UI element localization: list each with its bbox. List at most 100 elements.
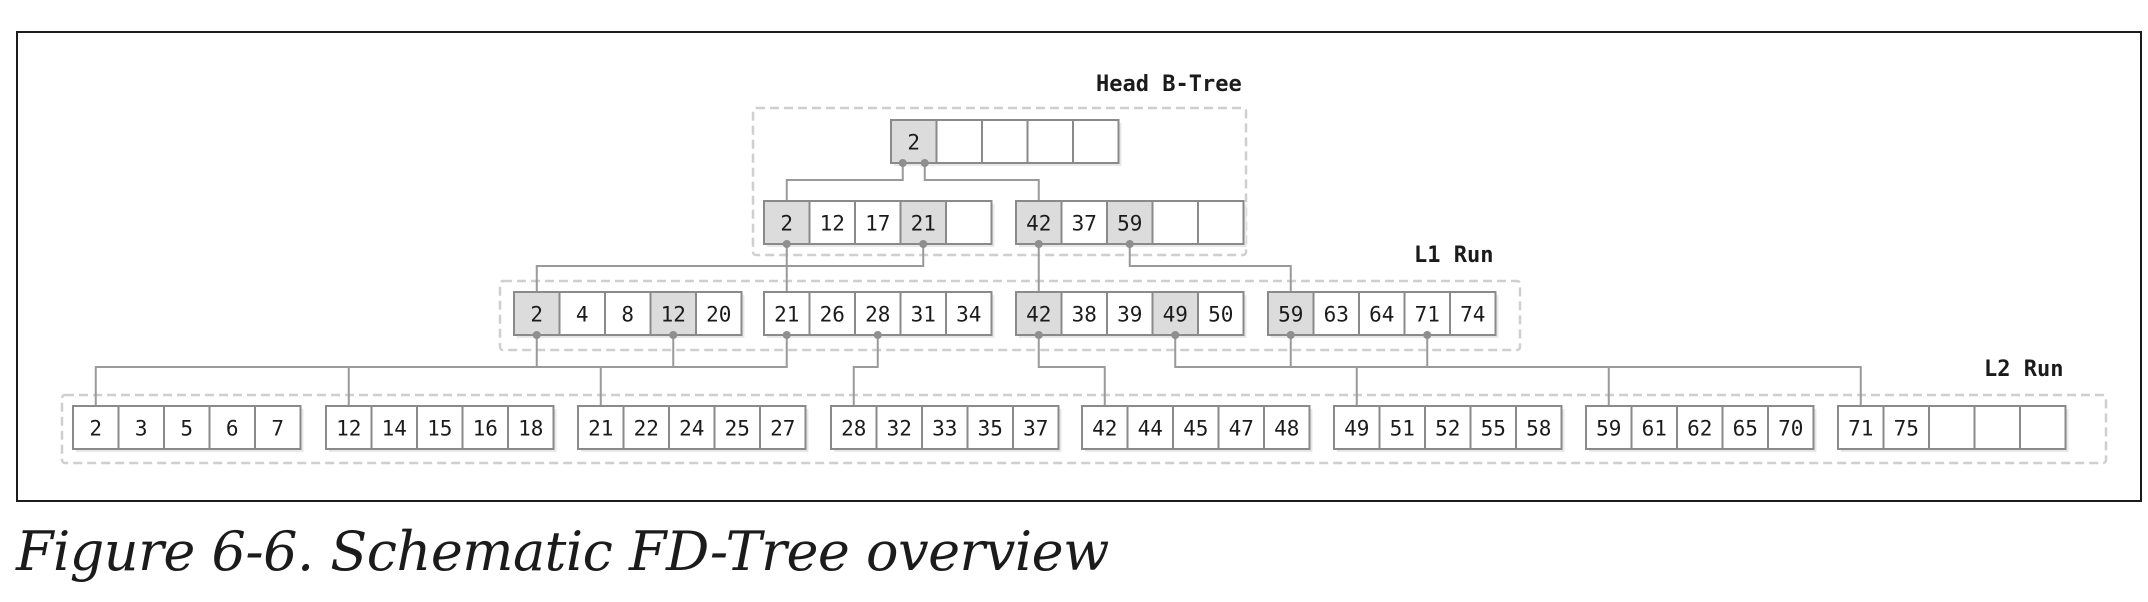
pointer-dot (1171, 331, 1180, 339)
pointer-edge (785, 163, 904, 201)
key-cell (1312, 291, 1360, 336)
pointer-dot (1125, 240, 1134, 248)
key-value: 6 (226, 417, 239, 441)
key-cell (1172, 405, 1220, 450)
key-value: 17 (865, 212, 890, 236)
key-cell-pointer (513, 291, 561, 336)
key-cell (1072, 119, 1120, 164)
pointer-dot (919, 240, 928, 248)
key-cell (163, 405, 211, 450)
key-value: 24 (679, 417, 704, 441)
key-value: 14 (382, 417, 407, 441)
key-cell (759, 405, 807, 450)
key-value: 12 (820, 212, 845, 236)
key-value: 47 (1229, 417, 1254, 441)
key-value: 52 (1435, 417, 1460, 441)
key-value: 65 (1733, 417, 1758, 441)
key-cell (1026, 119, 1074, 164)
pointer-edge (923, 163, 1040, 201)
key-cell (981, 119, 1029, 164)
key-value: 34 (956, 303, 981, 327)
key-value: 70 (1778, 417, 1803, 441)
key-cell (830, 405, 878, 450)
key-value: 18 (518, 417, 543, 441)
key-cell (254, 405, 302, 450)
pointer-dot (782, 331, 791, 339)
key-value: 2 (530, 303, 543, 327)
pointer-edge (535, 244, 788, 292)
pointer-dot (920, 159, 929, 167)
tree-node-h1a: 2 12 17 21 (763, 200, 995, 247)
key-value: 42 (1026, 212, 1051, 236)
key-value: 74 (1460, 303, 1485, 327)
l2-run-label: L2 Run (1984, 357, 2063, 382)
key-value: 26 (820, 303, 845, 327)
pointer-edge (1037, 335, 1106, 406)
key-value: 58 (1526, 417, 1551, 441)
key-value: 31 (911, 303, 936, 327)
pointer-dot (669, 331, 678, 339)
key-value: 21 (774, 303, 799, 327)
key-value: 27 (770, 417, 795, 441)
pointer-dot (532, 331, 541, 339)
key-cell (935, 119, 983, 164)
key-cell (1151, 200, 1199, 245)
key-value: 49 (1163, 303, 1188, 327)
key-cell (558, 291, 606, 336)
key-cell (899, 291, 947, 336)
key-cell (1263, 405, 1311, 450)
key-value: 63 (1324, 303, 1349, 327)
key-value: 3 (135, 417, 148, 441)
key-cell (461, 405, 509, 450)
key-value: 20 (706, 303, 731, 327)
key-value: 7 (271, 417, 284, 441)
key-cell (325, 405, 373, 450)
key-value: 62 (1687, 417, 1712, 441)
pointer-edge (1289, 335, 1610, 406)
key-cell-pointer (1015, 200, 1063, 245)
key-value: 71 (1848, 417, 1873, 441)
l1-region (498, 279, 1522, 352)
key-value: 64 (1369, 303, 1394, 327)
key-value: 28 (865, 303, 890, 327)
key-cell (945, 291, 993, 336)
key-cell-pointer (899, 200, 947, 245)
key-cell (1973, 405, 2021, 450)
pointer-dot (1034, 240, 1043, 248)
key-cell (1585, 405, 1633, 450)
key-value: 44 (1138, 417, 1163, 441)
pointer-edge (1174, 335, 1358, 406)
pointer-edge (1426, 335, 1862, 406)
key-value: 21 (911, 212, 936, 236)
key-cell (713, 405, 761, 450)
figure-caption: Figure 6-6. Schematic FD-Tree overview (16, 520, 1109, 583)
key-value: 21 (588, 417, 613, 441)
key-value: 75 (1894, 417, 1919, 441)
key-value: 16 (473, 417, 498, 441)
key-cell (1012, 405, 1060, 450)
pointer-edge (852, 335, 879, 406)
key-cell (1197, 200, 1245, 245)
l1-run-label: L1 Run (1414, 243, 1493, 268)
key-value: 2 (780, 212, 793, 236)
key-cell (1060, 200, 1108, 245)
key-cell (1928, 405, 1976, 450)
pointer-dot (782, 240, 791, 248)
key-value: 2 (89, 417, 102, 441)
key-value: 59 (1596, 417, 1621, 441)
key-cell (507, 405, 555, 450)
key-cell (854, 200, 902, 245)
pointer-dot (873, 331, 882, 339)
key-cell (808, 200, 856, 245)
key-value: 59 (1117, 212, 1142, 236)
key-value: 42 (1026, 303, 1051, 327)
tree-node-l2h: 71 75 (1837, 405, 2069, 452)
pointer-dot (1034, 331, 1043, 339)
key-value: 25 (725, 417, 750, 441)
key-value: 38 (1072, 303, 1097, 327)
key-cell (1081, 405, 1129, 450)
